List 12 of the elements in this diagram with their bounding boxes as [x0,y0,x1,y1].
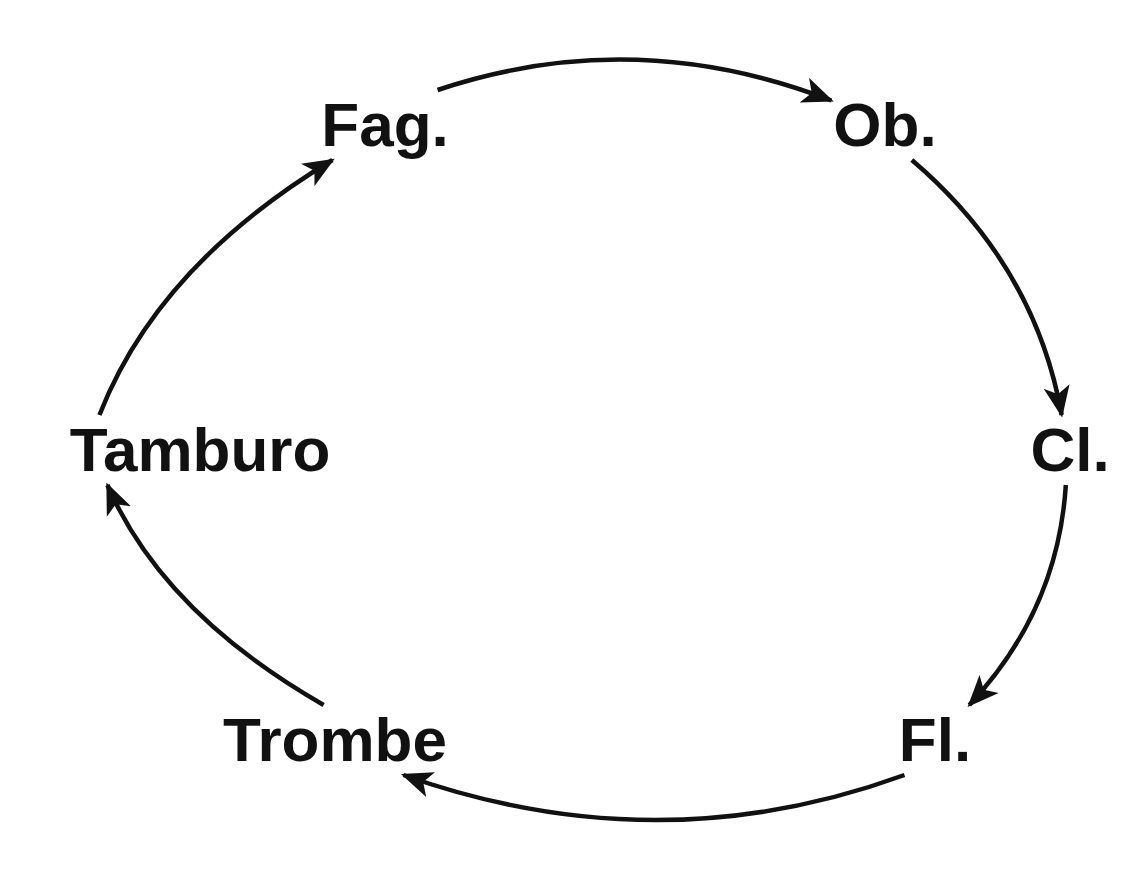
instrument-label: Fag. [319,90,451,160]
arrow [967,484,1069,707]
instrument-label: Fl. [896,705,974,775]
instrument-label: Ob. [831,90,939,160]
arrow [436,57,834,104]
arrow [97,158,335,416]
instrument-label: Trombe [221,705,449,775]
instrument-label: Cl. [1028,415,1112,485]
arrow [910,158,1069,418]
instrument-label: Tamburo [67,415,333,485]
arrow [105,482,325,707]
arrow [400,771,906,823]
